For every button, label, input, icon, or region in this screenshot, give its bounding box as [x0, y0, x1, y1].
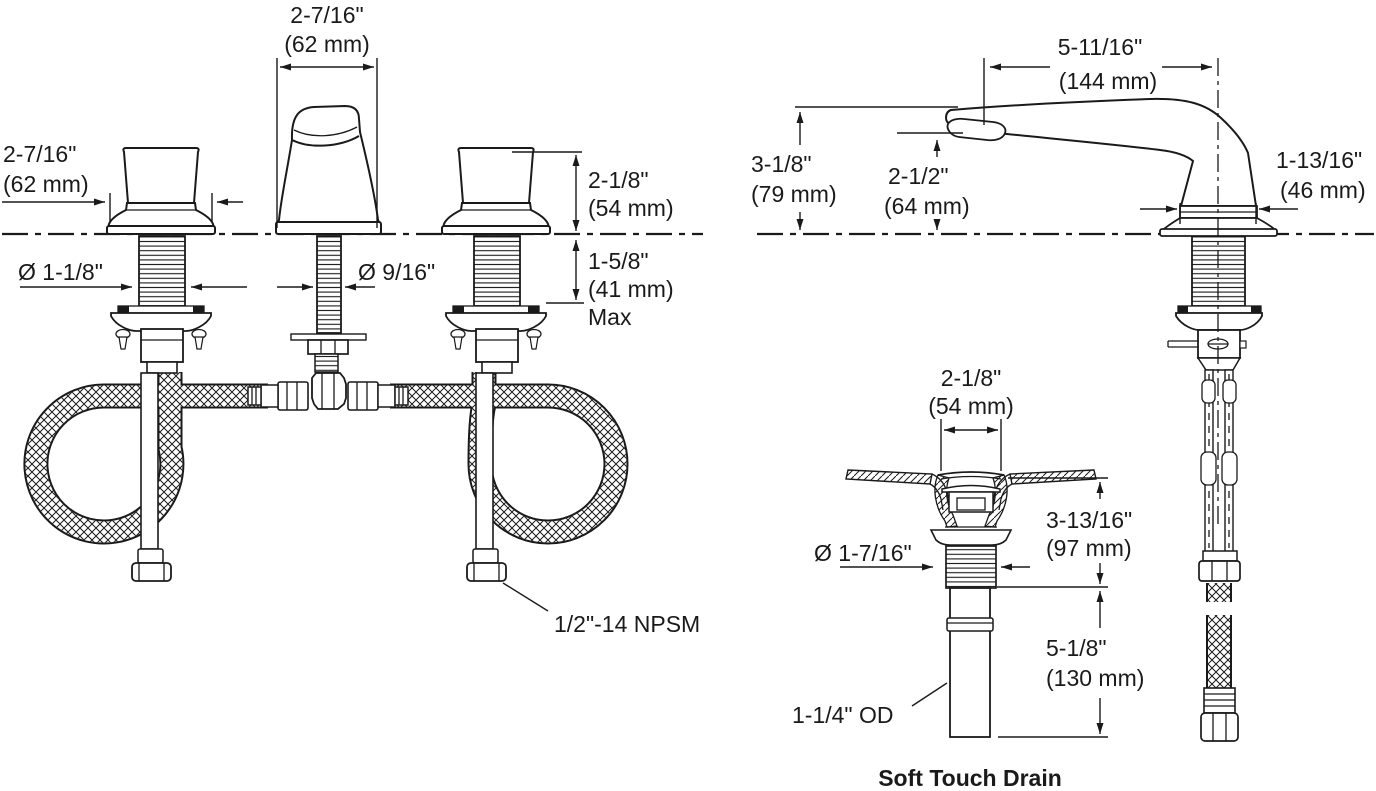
dim-flange-width-in: 2-1/8" — [941, 365, 1002, 391]
dim-outlet-height: 2-1/2" (64 mm) — [884, 132, 970, 230]
dim-handle-height-in: 2-1/8" — [588, 167, 649, 193]
dim-spout-reach-in: 5-11/16" — [1058, 34, 1142, 60]
dim-tail-length: 5-1/8" (130 mm) — [998, 591, 1144, 738]
dim-spout-reach: 5-11/16" (144 mm) — [983, 34, 1212, 125]
callout-supply-thread: 1/2"-14 NPSM — [502, 582, 700, 637]
spout-outlet — [946, 117, 1007, 142]
dim-deck-thickness-mm: (41 mm) — [588, 276, 674, 302]
dim-spout-width-in: 2-7/16" — [290, 2, 363, 28]
left-handle — [106, 147, 216, 235]
drain-detail-view: 2-1/8" (54 mm) Ø 1-7/16" 3-13/16" (97 mm… — [792, 365, 1144, 791]
dim-flange-width-mm: (54 mm) — [928, 393, 1014, 419]
supply-hose-left-loop — [23, 372, 268, 545]
callout-tail-od: 1-1/4" OD — [792, 682, 948, 728]
dim-handle-shank-label: Ø 1-1/8" — [18, 259, 103, 285]
dim-above-length-in: 3-13/16" — [1046, 507, 1132, 533]
dim-base-width-in: 1-13/16" — [1276, 147, 1362, 173]
dim-spout-shank-label: Ø 9/16" — [358, 259, 435, 285]
tail-od-label: 1-1/4" OD — [792, 702, 893, 728]
drain-plug — [941, 484, 1001, 493]
supply-hose-side — [1200, 583, 1239, 742]
side-view: 5-11/16" (144 mm) 3-1/8" (79 mm) 2-1/2" … — [751, 34, 1374, 742]
dim-outlet-height-mm: (64 mm) — [884, 193, 970, 219]
dim-deck-thickness: 1-5/8" (41 mm) Max — [546, 240, 674, 330]
dim-deck-thickness-note: Max — [588, 304, 632, 330]
hose-end-nut — [1200, 712, 1239, 742]
dim-handle-height: 2-1/8" (54 mm) — [512, 151, 674, 231]
dim-above-length: 3-13/16" (97 mm) — [997, 477, 1132, 588]
right-handle — [441, 147, 551, 235]
supply-thread-label: 1/2"-14 NPSM — [554, 611, 700, 637]
tee-fitting — [311, 372, 347, 410]
dim-spout-width-mm: (62 mm) — [284, 31, 370, 57]
drain-caption: Soft Touch Drain — [878, 765, 1062, 791]
drain-flange — [929, 471, 1013, 589]
dim-thread-dia-label: Ø 1-7/16" — [814, 540, 912, 566]
dim-base-width-mm: (46 mm) — [1280, 177, 1366, 203]
supply-hose-right-loop — [390, 372, 629, 545]
dim-thread-dia: Ø 1-7/16" — [814, 540, 1030, 571]
drain-tailpiece — [946, 587, 994, 738]
sink-cross-section — [845, 469, 1097, 511]
front-view: 2-7/16" (62 mm) 2-7/16" (62 mm) Ø 1-1/8"… — [2, 2, 703, 637]
dim-spout-height: 3-1/8" (79 mm) — [751, 106, 958, 230]
spout-shank-side — [1167, 235, 1263, 582]
dim-handle-shank-dia: Ø 1-1/8" — [18, 259, 247, 291]
dim-handle-height-mm: (54 mm) — [588, 195, 674, 221]
dim-handle-width-in: 2-7/16" — [3, 141, 76, 167]
center-spout-front — [275, 104, 382, 235]
dim-spout-reach-mm: (144 mm) — [1059, 68, 1157, 94]
dim-tail-length-mm: (130 mm) — [1046, 665, 1144, 691]
dim-spout-shank-dia: Ø 9/16" — [277, 259, 435, 291]
dim-flange-width: 2-1/8" (54 mm) — [928, 365, 1014, 471]
dim-tail-length-in: 5-1/8" — [1046, 635, 1107, 661]
dim-handle-width-mm: (62 mm) — [3, 171, 89, 197]
dim-outlet-height-in: 2-1/2" — [888, 163, 949, 189]
dim-above-length-mm: (97 mm) — [1046, 535, 1132, 561]
dim-spout-height-mm: (79 mm) — [751, 181, 837, 207]
dim-base-width: 1-13/16" (46 mm) — [1140, 147, 1366, 224]
spout-side-profile — [944, 97, 1278, 237]
dim-spout-width: 2-7/16" (62 mm) — [276, 2, 378, 228]
drain-threads — [945, 545, 997, 589]
dim-spout-height-in: 3-1/8" — [751, 151, 812, 177]
spout-shank-and-tee — [247, 235, 409, 411]
dim-deck-thickness-in: 1-5/8" — [588, 248, 649, 274]
dim-handle-width: 2-7/16" (62 mm) — [2, 141, 243, 222]
